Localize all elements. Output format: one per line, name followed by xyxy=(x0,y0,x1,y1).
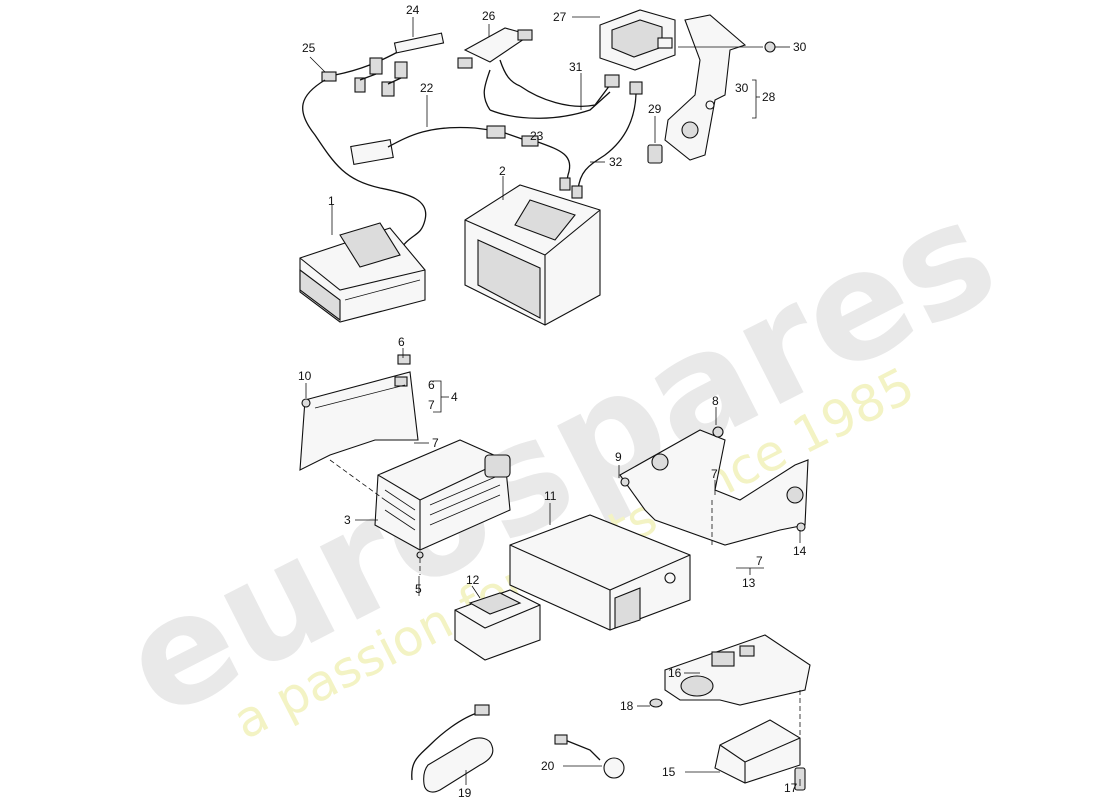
cd-magazine-12 xyxy=(454,589,541,661)
callout-22: 22 xyxy=(420,81,434,95)
screw-5 xyxy=(416,551,424,559)
tray-16 xyxy=(664,634,811,765)
callout-12: 12 xyxy=(466,573,480,587)
screw-9 xyxy=(620,477,630,487)
callout-7a: 7 xyxy=(428,398,435,412)
callout-16: 16 xyxy=(668,666,682,680)
callout-2: 2 xyxy=(499,164,506,178)
cd-changer-11 xyxy=(509,514,691,631)
callout-31: 31 xyxy=(569,60,583,74)
amplifier-3 xyxy=(374,439,511,551)
screw-30 xyxy=(764,41,776,53)
callout-5: 5 xyxy=(415,582,422,596)
callout-23: 23 xyxy=(530,129,544,143)
screw-8 xyxy=(712,426,724,438)
wiring-harness-24 xyxy=(334,32,445,97)
callout-11: 11 xyxy=(544,489,557,503)
bracket-4 xyxy=(299,354,419,471)
callout-1: 1 xyxy=(328,194,335,208)
callout-13: 13 xyxy=(742,576,756,590)
assembly-line-3 xyxy=(329,459,386,501)
callout-29: 29 xyxy=(648,102,662,116)
callout-32: 32 xyxy=(609,155,623,169)
callout-4: 4 xyxy=(451,390,458,404)
cable-32 xyxy=(571,93,637,199)
callout-10: 10 xyxy=(298,369,312,383)
callout-18: 18 xyxy=(620,699,634,713)
callout-14: 14 xyxy=(793,544,807,558)
callout-25: 25 xyxy=(302,41,316,55)
bracket-28 xyxy=(664,14,747,161)
callout-labels: 1 2 3 5 6 6 7 4 7 8 9 10 11 12 7 7 13 14… xyxy=(298,3,807,800)
callout-19: 19 xyxy=(458,786,472,800)
callout-24: 24 xyxy=(406,3,420,17)
module-15 xyxy=(714,719,801,784)
callout-27: 27 xyxy=(553,10,567,24)
navigation-unit-2 xyxy=(464,184,601,326)
control-module-27 xyxy=(599,9,676,71)
cable-22 xyxy=(350,125,539,165)
callout-30b: 30 xyxy=(735,81,749,95)
callout-7c: 7 xyxy=(711,467,718,481)
callout-26: 26 xyxy=(482,9,496,23)
callout-7d: 7 xyxy=(756,554,763,568)
clip-29 xyxy=(647,144,663,164)
radio-unit-1 xyxy=(299,222,426,323)
callout-15: 15 xyxy=(662,765,676,779)
microphone-20 xyxy=(554,734,625,779)
screw-10 xyxy=(301,398,311,408)
callout-17: 17 xyxy=(784,781,798,795)
screw-14 xyxy=(796,522,806,532)
clip-18 xyxy=(649,698,663,708)
leader-lines xyxy=(305,16,801,786)
callout-8: 8 xyxy=(712,394,719,408)
callout-30a: 30 xyxy=(793,40,807,54)
cable-31 xyxy=(483,59,643,119)
bracket-13 xyxy=(619,429,809,546)
callout-20: 20 xyxy=(541,759,555,773)
callout-6a: 6 xyxy=(398,335,405,349)
antenna-amplifier-26 xyxy=(457,27,533,69)
cable-23 xyxy=(537,141,571,191)
callout-6b: 6 xyxy=(428,378,435,392)
callout-28: 28 xyxy=(762,90,776,104)
callout-9: 9 xyxy=(615,450,622,464)
callout-7b: 7 xyxy=(432,436,439,450)
callout-3: 3 xyxy=(344,513,351,527)
handset-19 xyxy=(411,704,494,793)
